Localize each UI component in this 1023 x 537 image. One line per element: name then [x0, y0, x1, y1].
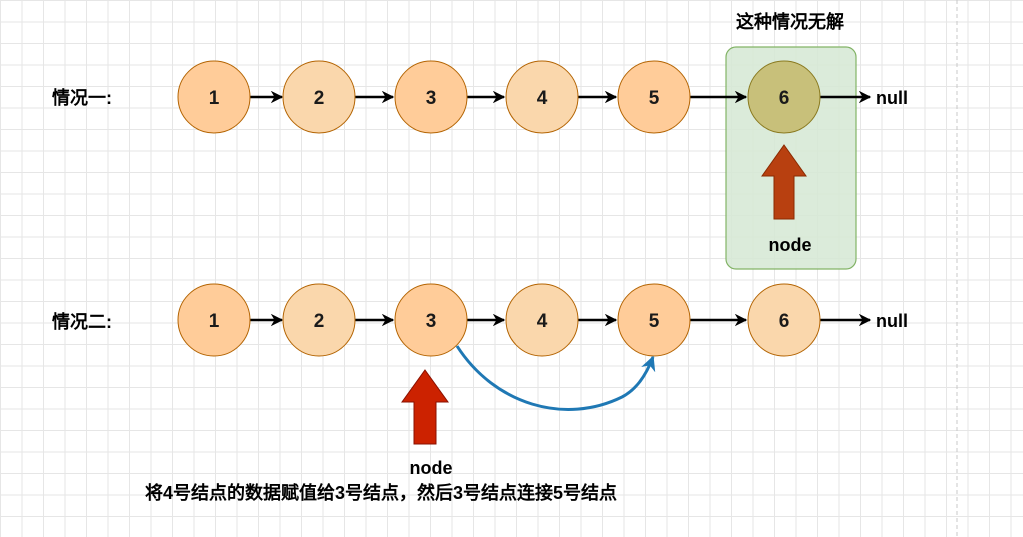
case2-caption: 将4号结点的数据赋值给3号结点，然后3号结点连接5号结点: [145, 482, 617, 503]
svg-text:3: 3: [426, 88, 437, 109]
svg-text:5: 5: [649, 88, 660, 109]
case1-node-4: 4: [505, 60, 579, 134]
case2-node-4: 4: [505, 283, 579, 357]
case1-node-5: 5: [617, 60, 691, 134]
case2-relink-curve: [455, 345, 656, 411]
svg-text:6: 6: [779, 88, 790, 109]
case1-node-6: 6: [747, 60, 821, 134]
svg-text:5: 5: [649, 311, 660, 332]
svg-text:4: 4: [537, 88, 548, 109]
case1-pointer-label: node: [769, 235, 812, 255]
case2-pointer-label: node: [410, 458, 453, 478]
case1-node-1: 1: [177, 60, 251, 134]
case1-node-3: 3: [394, 60, 468, 134]
svg-text:6: 6: [779, 311, 790, 332]
case2-node-6: 6: [747, 283, 821, 357]
case1-node-2: 2: [282, 60, 356, 134]
unsolvable-note: 这种情况无解: [736, 11, 844, 32]
svg-text:1: 1: [209, 88, 220, 109]
case2-node-1: 1: [177, 283, 251, 357]
case2-pointer-arrow: [401, 369, 449, 445]
case1-null: null: [876, 88, 908, 108]
svg-text:2: 2: [314, 311, 325, 332]
svg-text:4: 4: [537, 311, 548, 332]
case2-node-3: 3: [394, 283, 468, 357]
svg-text:3: 3: [426, 311, 437, 332]
case2-label: 情况二:: [52, 312, 112, 332]
case1-label: 情况一:: [52, 88, 112, 108]
case1-pointer-arrow: [761, 144, 807, 220]
case2-null: null: [876, 311, 908, 331]
svg-text:1: 1: [209, 311, 220, 332]
case2-node-2: 2: [282, 283, 356, 357]
case2-node-5: 5: [617, 283, 691, 357]
svg-text:2: 2: [314, 88, 325, 109]
